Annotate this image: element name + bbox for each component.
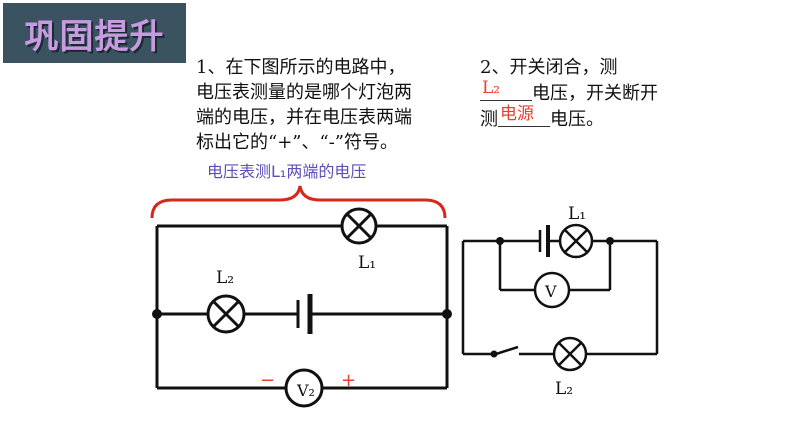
voltmeter-label: V₂ xyxy=(296,381,315,400)
question-1-line: 1、在下图所示的电路中， xyxy=(196,57,406,78)
lamp-l1-label: L₁ xyxy=(358,253,376,273)
voltmeter-v2 xyxy=(284,368,324,408)
lamp-l1-label-circuit2: L₁ xyxy=(568,204,586,224)
lamp-l2-circuit2 xyxy=(552,336,588,372)
question-1-line: 电压表测量的是哪个灯泡两 xyxy=(196,82,412,103)
question-2-text: 测 xyxy=(480,109,498,130)
question-2-line: 测电源电压。 xyxy=(480,104,780,132)
answer-text: L₂ xyxy=(482,78,501,98)
question-1-line: 标出它的“+”、“-”符号。 xyxy=(196,132,398,153)
junction-dot xyxy=(606,237,614,245)
junction-dot xyxy=(496,237,504,245)
lamp-l1 xyxy=(340,207,378,245)
minus-sign: − xyxy=(260,370,275,391)
question-2-line: L₂ 电压，开关断开 xyxy=(480,78,780,106)
battery-2 xyxy=(538,225,550,257)
title-banner: 巩固提升 xyxy=(3,3,186,63)
voltmeter-label-circuit2: V xyxy=(544,282,557,301)
voltmeter-circuit2 xyxy=(533,271,571,309)
question-2-text: 电压。 xyxy=(550,109,604,130)
answer-annotation: 电压表测L₁两端的电压 xyxy=(207,162,367,181)
junction-dot xyxy=(152,309,162,319)
answer-text: 电源 xyxy=(500,104,534,124)
brace xyxy=(150,185,447,219)
question-1-line: 端的电压，并在电压表两端 xyxy=(196,107,412,128)
circuit-1 xyxy=(155,224,449,390)
battery xyxy=(296,294,313,334)
lamp-l2-label: L₂ xyxy=(216,268,234,288)
junction-dot xyxy=(442,309,452,319)
lamp-l2 xyxy=(206,294,246,334)
lamp-l1-circuit2 xyxy=(558,223,594,259)
switch-pivot xyxy=(490,350,498,358)
question-2-line: 2、开关闭合，测 xyxy=(480,57,618,78)
lamp-l2-label-circuit2: L₂ xyxy=(555,379,573,399)
question-2-text: 电压，开关断开 xyxy=(532,83,658,104)
question-1: 1、在下图所示的电路中， 电压表测量的是哪个灯泡两 端的电压，并在电压表两端 标… xyxy=(196,55,471,155)
question-2: 2、开关闭合，测 L₂ 电压，开关断开 测电源电压。 xyxy=(480,55,780,132)
page-title: 巩固提升 xyxy=(24,16,165,57)
answer-blank: L₂ xyxy=(480,78,532,101)
answer-blank: 电源 xyxy=(498,104,550,127)
plus-sign: + xyxy=(341,370,356,391)
